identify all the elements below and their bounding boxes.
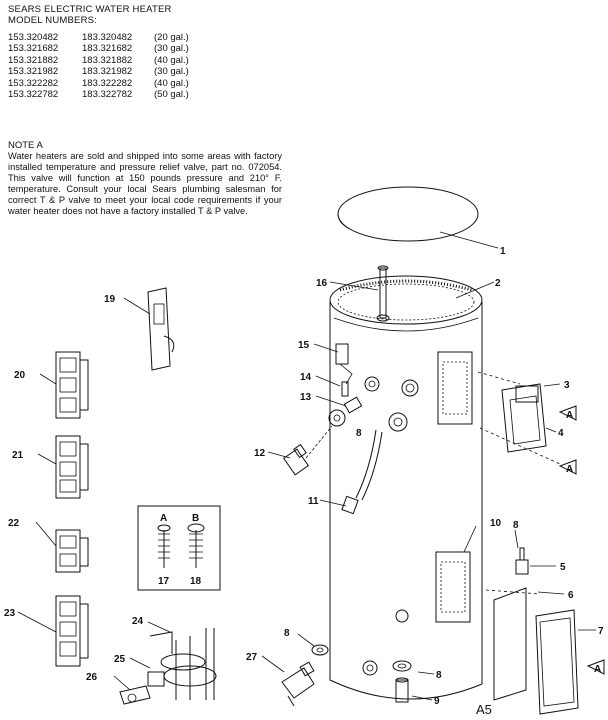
- callout-9: 9: [434, 696, 440, 707]
- header-title: SEARS ELECTRIC WATER HEATER: [8, 4, 172, 15]
- model-number: 183.322282: [82, 77, 133, 89]
- model-number: 183.321682: [82, 43, 133, 55]
- callout-6: 6: [568, 590, 574, 601]
- callout-17: 17: [158, 576, 170, 587]
- callout-18: 18: [190, 576, 202, 587]
- callout-1: 1: [500, 246, 506, 257]
- callout-8-upper: 8: [356, 428, 362, 439]
- screw-detail-box: [137, 505, 221, 591]
- upper-bracket: [335, 343, 353, 397]
- screw-label-b: B: [192, 513, 199, 524]
- callout-24: 24: [132, 616, 144, 627]
- callout-27: 27: [246, 652, 258, 663]
- screw-label-a: A: [160, 513, 167, 524]
- tank: [329, 275, 483, 700]
- callout-22: 22: [8, 518, 20, 529]
- ref-a-upper: A: [566, 410, 573, 421]
- sensor-probe: [283, 425, 333, 476]
- model-number: 183.321882: [82, 54, 133, 66]
- callout-23: 23: [4, 608, 16, 619]
- anode-rod: [376, 265, 390, 322]
- gasket-lower-left: [311, 644, 329, 656]
- callout-20: 20: [14, 370, 26, 381]
- terminal-block-22: [55, 529, 89, 573]
- callout-3: 3: [564, 380, 570, 391]
- model-row: 153.321682 183.321682 (30 gal.): [8, 43, 189, 54]
- callout-15: 15: [298, 340, 310, 351]
- upper-thermostat-cover: [477, 371, 561, 465]
- terminal-block-23: [55, 595, 89, 667]
- model-size: (50 gal.): [154, 89, 189, 101]
- model-number: 183.322782: [82, 89, 133, 101]
- model-row: 153.322782 183.322782 (50 gal.): [8, 89, 189, 100]
- gasket-bottom: [392, 660, 412, 672]
- corner-mark: A5: [476, 702, 492, 717]
- callout-5: 5: [560, 562, 566, 573]
- note-body: Water heaters are sold and shipped into …: [8, 151, 282, 217]
- callout-4: 4: [558, 428, 564, 439]
- lower-thermostat: [515, 547, 529, 575]
- note-title: NOTE A: [8, 140, 43, 151]
- callout-13: 13: [300, 392, 312, 403]
- drain-valve: [281, 661, 315, 707]
- drain-valve-assembly: [119, 628, 217, 705]
- model-size: (30 gal.): [154, 43, 189, 55]
- callout-25: 25: [114, 654, 126, 665]
- ref-a-lower: A: [594, 664, 601, 675]
- model-number: 153.322782: [8, 89, 59, 101]
- callout-19: 19: [104, 294, 116, 305]
- callout-26: 26: [86, 672, 98, 683]
- model-number: 153.321982: [8, 66, 59, 78]
- callout-21: 21: [12, 450, 24, 461]
- model-size: (30 gal.): [154, 66, 189, 78]
- mounting-bracket: [147, 287, 175, 371]
- model-size: (40 gal.): [154, 77, 189, 89]
- callout-7: 7: [598, 626, 604, 637]
- callout-8-bottom: 8: [436, 670, 442, 681]
- model-size: (40 gal.): [154, 54, 189, 66]
- model-row: 153.320482 183.320482 (20 gal.): [8, 32, 189, 43]
- model-number: 153.320482: [8, 32, 59, 43]
- callout-16: 16: [316, 278, 328, 289]
- callout-8-lower-left: 8: [284, 628, 290, 639]
- model-row: 153.321882 183.321882 (40 gal.): [8, 55, 189, 66]
- tank-fittings: [362, 376, 419, 676]
- ref-a-middle: A: [566, 464, 573, 475]
- lower-access-cover: [485, 587, 541, 701]
- callout-12: 12: [254, 448, 266, 459]
- model-number: 153.322282: [8, 77, 59, 89]
- model-size: (20 gal.): [154, 32, 189, 43]
- model-row: 153.322282 183.322282 (40 gal.): [8, 78, 189, 89]
- model-list: 153.320482 183.320482 (20 gal.) 153.321682…: [8, 32, 189, 100]
- callout-11: 11: [308, 496, 319, 507]
- model-number: 183.321982: [82, 66, 133, 78]
- header: SEARS ELECTRIC WATER HEATER MODEL NUMBER…: [8, 4, 172, 26]
- top-cover: [337, 186, 479, 242]
- leader-lines: [17, 231, 596, 701]
- terminal-block-21: [55, 435, 89, 499]
- terminal-block-20: [55, 351, 89, 419]
- callout-8-right: 8: [513, 520, 519, 531]
- model-number: 153.321682: [8, 43, 59, 55]
- header-subtitle: MODEL NUMBERS:: [8, 15, 98, 26]
- model-number: 153.321882: [8, 54, 59, 66]
- lower-insulation-pad: [535, 609, 579, 715]
- reference-markers: A A A: [558, 405, 605, 675]
- callout-labels: 1 2 3 4 5 6 7 8 8 8 8 9 10 11 12 13 14 1…: [4, 246, 604, 707]
- callout-2: 2: [495, 278, 501, 289]
- dip-tube: [341, 429, 383, 515]
- model-row: 153.321982 183.321982 (30 gal.): [8, 66, 189, 77]
- callout-14: 14: [300, 372, 312, 383]
- callout-10: 10: [490, 518, 502, 529]
- drain-valve-upper: [328, 396, 363, 427]
- bottom-element: [395, 677, 409, 703]
- model-number: 183.320482: [82, 32, 133, 43]
